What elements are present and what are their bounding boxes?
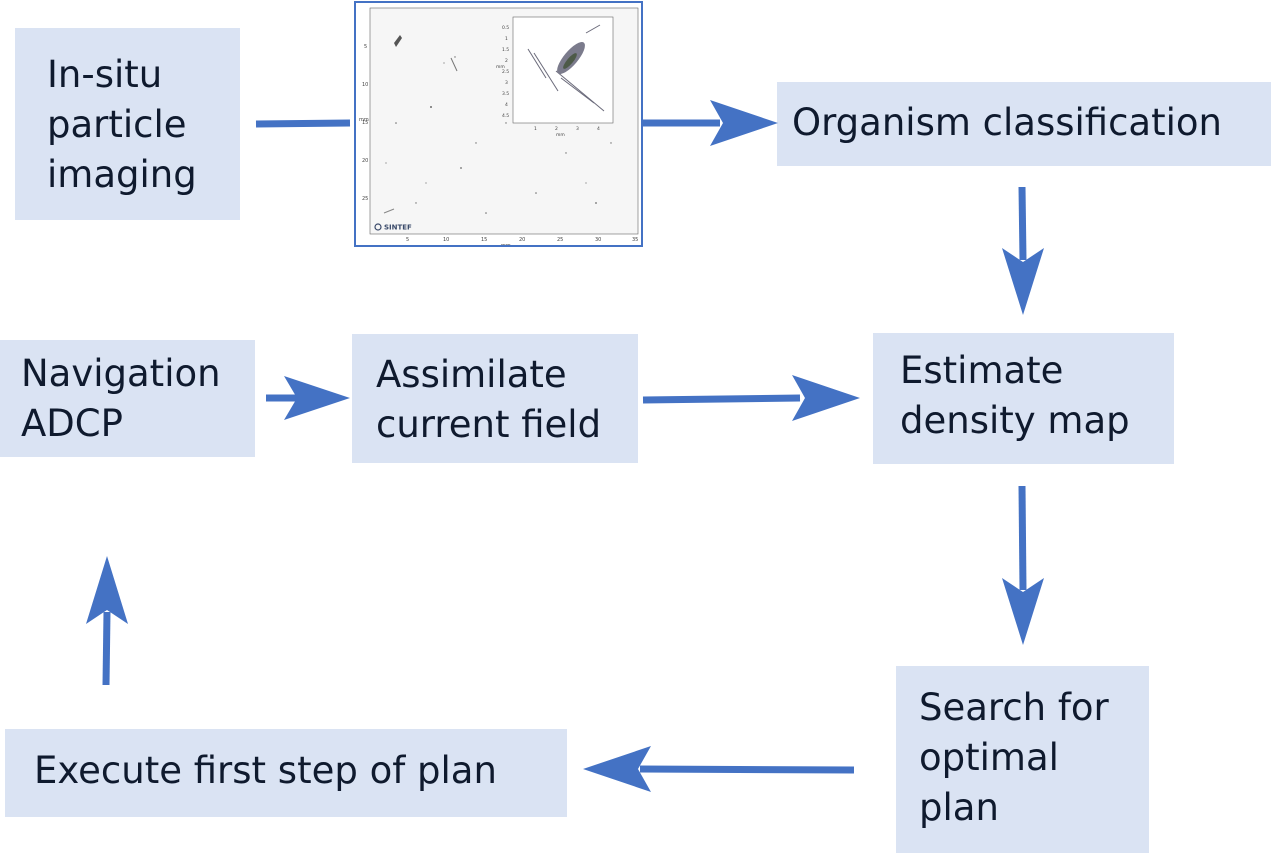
arrow-search-to-execute (639, 765, 855, 774)
main-ytick: 20 (362, 158, 368, 164)
main-xlabel: mm (501, 243, 511, 245)
arrowhead-search (1002, 578, 1044, 645)
arrowhead-estimate-from-assimilate (792, 375, 860, 421)
arrow-estimate-to-search (1018, 485, 1027, 591)
navigation-line-1: Navigation (21, 352, 221, 395)
inset-ytick: 4 (505, 102, 508, 108)
inset-xtick: 4 (597, 126, 600, 132)
plankton-image: SINTEF 5 10 15 20 25 5 10 15 20 25 30 35… (354, 1, 643, 247)
main-xtick: 5 (406, 237, 409, 243)
assimilate-line-2: current field (376, 403, 602, 446)
arrowhead-organism (710, 100, 778, 146)
inset-ytick: 3 (505, 80, 508, 86)
estimate-line-2: density map (900, 399, 1130, 442)
main-ytick: 5 (364, 44, 367, 50)
inset-ytick: 0.5 (502, 25, 509, 31)
sintef-logo-text: SINTEF (384, 224, 412, 232)
search-optimal-plan-box: Search for optimal plan (896, 666, 1149, 853)
search-line-3: plan (919, 786, 999, 829)
navigation-adcp-box: Navigation ADCP (0, 340, 255, 457)
main-xtick: 15 (481, 237, 487, 243)
execute-line-1: Execute first step of plan (34, 749, 497, 792)
arrow-insitu-to-image (255, 119, 351, 128)
main-xtick: 30 (595, 237, 601, 243)
insitu-line-3: imaging (47, 153, 197, 196)
main-xtick: 25 (557, 237, 563, 243)
inset-ytick: 3.5 (502, 91, 509, 97)
inset-ytick: 2 (505, 58, 508, 64)
arrow-execute-to-navigation (102, 611, 111, 686)
navigation-line-2: ADCP (21, 402, 123, 445)
arrowhead-execute (583, 746, 651, 792)
estimate-line-1: Estimate (900, 349, 1064, 392)
main-ytick: 25 (362, 196, 368, 202)
arrow-organism-to-estimate (1018, 186, 1027, 261)
plankton-image-svg: SINTEF 5 10 15 20 25 5 10 15 20 25 30 35… (356, 3, 641, 245)
insitu-line-1: In-situ (47, 53, 163, 96)
inset-xtick: 1 (534, 126, 537, 132)
estimate-density-map-box: Estimate density map (873, 333, 1174, 464)
inset-xtick: 2 (555, 126, 558, 132)
insitu-imaging-box: In-situ particle imaging (15, 28, 240, 220)
main-ytick: 15 (362, 120, 368, 126)
sintef-logo: SINTEF (374, 223, 412, 232)
arrowhead-navigation (86, 556, 128, 624)
inset-ytick: 1 (505, 36, 508, 42)
main-ytick: 10 (362, 82, 368, 88)
inset-xlabel: mm (556, 133, 565, 138)
organism-line-1: Organism classification (792, 101, 1222, 144)
main-ylabel: mm (359, 117, 369, 123)
assimilate-line-1: Assimilate (376, 353, 567, 396)
arrowhead-assimilate (284, 376, 350, 420)
main-xtick: 35 (632, 237, 638, 243)
execute-first-step-box: Execute first step of plan (5, 729, 567, 817)
insitu-line-2: particle (47, 103, 187, 146)
search-line-1: Search for (919, 686, 1109, 729)
inset-ylabel: mm (496, 65, 505, 70)
inset-ytick: 2.5 (502, 69, 509, 75)
main-xtick: 10 (443, 237, 449, 243)
organism-classification-box: Organism classification (777, 82, 1271, 166)
arrow-assimilate-to-estimate (642, 394, 801, 404)
inset-xtick: 3 (576, 126, 579, 132)
search-line-2: optimal (919, 736, 1059, 779)
inset-ytick: 1.5 (502, 47, 509, 53)
main-xtick: 20 (519, 237, 525, 243)
assimilate-current-field-box: Assimilate current field (352, 334, 638, 463)
arrowhead-estimate (1002, 248, 1044, 315)
inset-ytick: 4.5 (502, 113, 509, 119)
